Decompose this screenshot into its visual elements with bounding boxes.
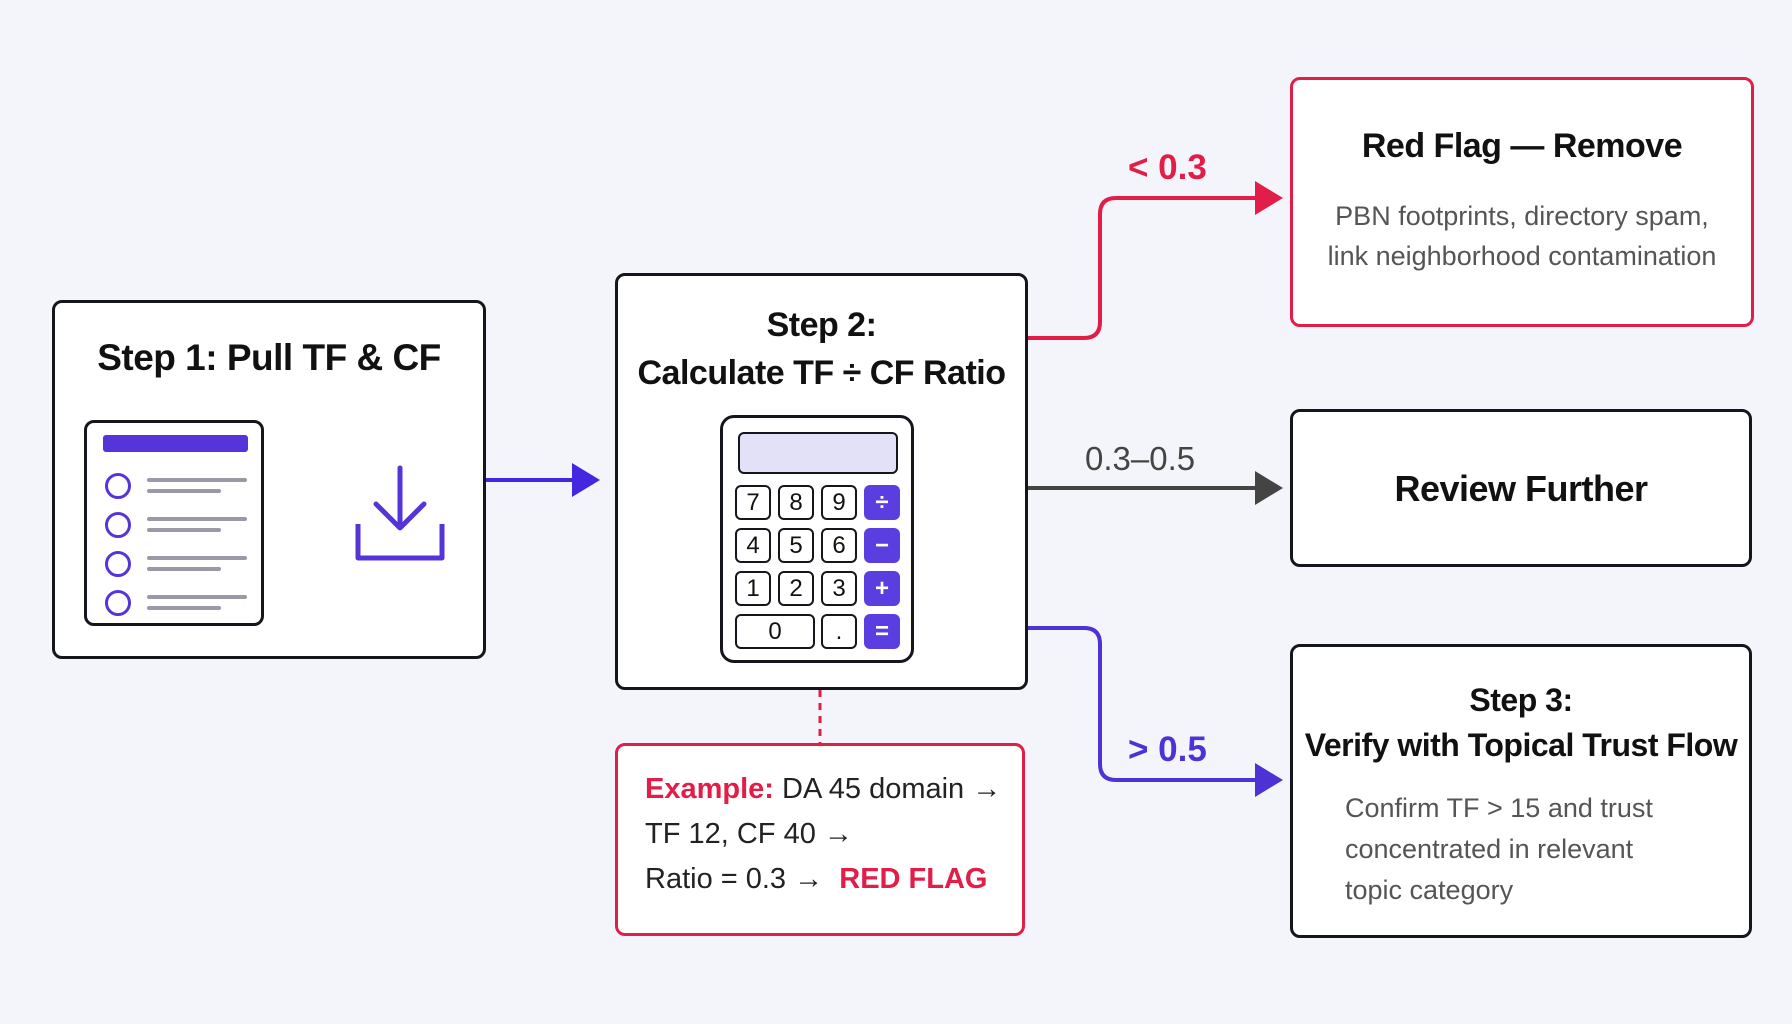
- calculator-screen: [738, 432, 898, 474]
- list-document-icon: [84, 420, 264, 626]
- step3-title-line2: Verify with Topical Trust Flow: [1304, 727, 1738, 763]
- calc-key-divide: ÷: [864, 485, 900, 520]
- calc-key-equals: =: [864, 614, 900, 649]
- doc-row: [105, 471, 250, 499]
- calc-key: 2: [778, 571, 814, 606]
- calc-key: 6: [821, 528, 857, 563]
- branch-label-high: > 0.5: [1128, 730, 1207, 769]
- doc-header-bar: [103, 435, 248, 452]
- example-card: [615, 743, 1025, 936]
- example-label: Example:: [645, 773, 774, 805]
- step3-title-line1: Step 3:: [1469, 682, 1573, 718]
- calc-key: 5: [778, 528, 814, 563]
- review-further-title: Review Further: [1394, 468, 1648, 509]
- calc-key: 4: [735, 528, 771, 563]
- doc-row: [105, 510, 250, 538]
- doc-row: [105, 588, 250, 616]
- red-flag-card: Red Flag — Remove PBN footprints, direct…: [1290, 77, 1754, 327]
- calc-key: 8: [778, 485, 814, 520]
- calc-key-plus: +: [864, 571, 900, 606]
- calc-key-zero: 0: [735, 614, 815, 649]
- calc-key: 7: [735, 485, 771, 520]
- step3-line1: Confirm TF > 15 and trust: [1345, 793, 1653, 823]
- calc-key: 1: [735, 571, 771, 606]
- red-flag-title: Red Flag — Remove: [1361, 127, 1683, 165]
- calc-key: 3: [821, 571, 857, 606]
- calc-key-minus: −: [864, 528, 900, 563]
- step2-title-line2: Calculate TF ÷ CF Ratio: [637, 354, 1006, 392]
- example-line2: TF 12, CF 40 →: [645, 818, 853, 850]
- doc-row: [105, 549, 250, 577]
- red-flag-line1: PBN footprints, directory spam,: [1335, 201, 1709, 231]
- example-line1: Example: DA 45 domain →: [645, 773, 1002, 805]
- step1-title: Step 1: Pull TF & CF: [97, 337, 441, 378]
- step3-line3: topic category: [1345, 875, 1514, 905]
- calc-key-dot: .: [821, 614, 857, 649]
- branch-label-mid: 0.3–0.5: [1085, 440, 1196, 477]
- example-red-flag: RED FLAG: [839, 863, 988, 895]
- example-text: Example: DA 45 domain → TF 12, CF 40 → R…: [645, 767, 1015, 902]
- example-line3: Ratio = 0.3 → RED FLAG: [645, 863, 988, 895]
- red-flag-line2: link neighborhood contamination: [1327, 241, 1717, 271]
- step3-card: Step 3: Verify with Topical Trust Flow C…: [1290, 644, 1752, 938]
- branch-label-low: < 0.3: [1128, 148, 1207, 187]
- arrow-step1-to-step2: [486, 463, 600, 497]
- arrow-to-step3: [1028, 626, 1283, 797]
- calc-key: 9: [821, 485, 857, 520]
- arrow-to-red-flag: [1028, 181, 1283, 340]
- step2-title-line1: Step 2:: [766, 306, 877, 344]
- review-further-card: Review Further: [1290, 409, 1752, 567]
- step3-line2: concentrated in relevant: [1345, 834, 1634, 864]
- download-icon: [355, 465, 445, 561]
- calculator-icon: 7 8 9 ÷ 4 5 6 − 1 2 3 + 0 . =: [720, 415, 914, 663]
